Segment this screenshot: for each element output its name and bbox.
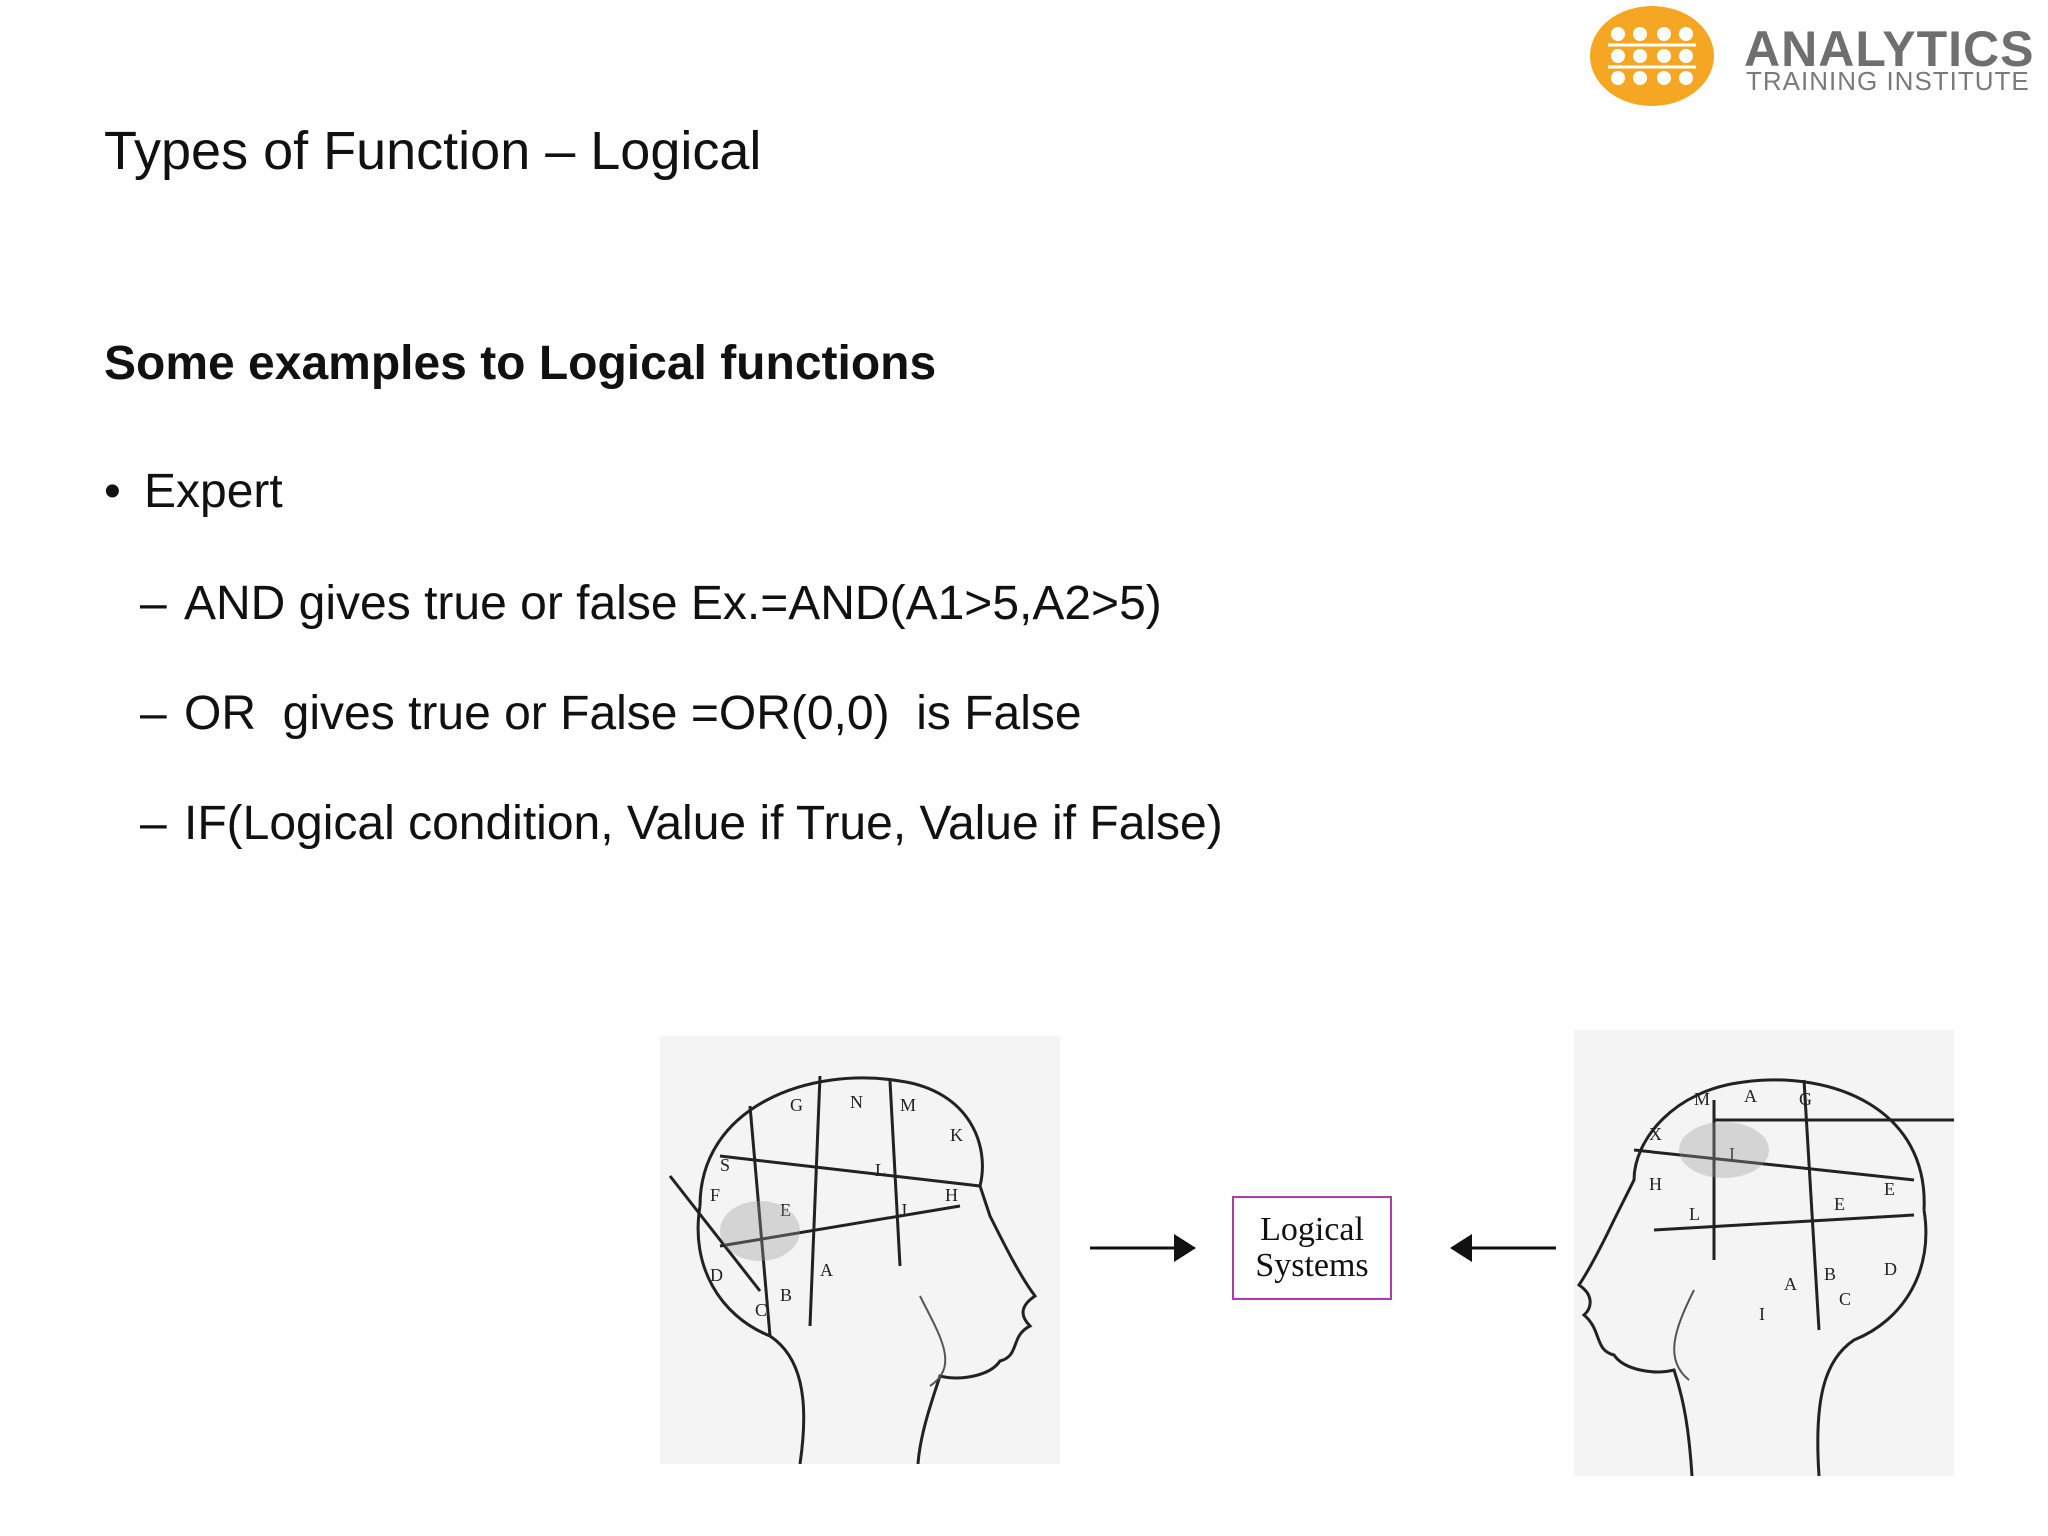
svg-text:B: B	[780, 1285, 792, 1305]
phrenology-head-icon: M A G X I H L E E A B D C I	[1576, 1078, 1954, 1477]
svg-text:C: C	[1839, 1289, 1851, 1309]
svg-text:G: G	[1799, 1089, 1812, 1109]
subitem-marker: –	[140, 577, 167, 630]
svg-text:A: A	[1784, 1274, 1797, 1294]
svg-text:S: S	[720, 1155, 730, 1175]
subitem-text: AND gives true or false Ex.=AND(A1>5,A2>…	[184, 577, 1162, 630]
logo-mark-icon	[1590, 6, 1714, 106]
svg-text:I: I	[1759, 1304, 1765, 1324]
svg-text:G: G	[790, 1095, 803, 1115]
box-line-2: Systems	[1255, 1247, 1369, 1284]
svg-text:A: A	[820, 1260, 833, 1280]
svg-text:I: I	[1729, 1144, 1735, 1164]
svg-text:X: X	[1649, 1124, 1662, 1144]
svg-text:M: M	[900, 1095, 916, 1115]
svg-text:C: C	[755, 1300, 767, 1320]
svg-text:E: E	[1834, 1194, 1845, 1214]
subitem-and: –AND gives true or false Ex.=AND(A1>5,A2…	[140, 576, 1162, 631]
bullet-text: Expert	[144, 465, 283, 518]
phrenology-head-icon: G N M K L S F E J H A D BC	[668, 1075, 1038, 1465]
logo-name: ANALYTICS	[1744, 21, 2035, 77]
svg-text:M: M	[1694, 1089, 1710, 1109]
logical-systems-box: Logical Systems	[1232, 1196, 1392, 1300]
subitem-or: –OR gives true or False =OR(0,0) is Fals…	[140, 686, 1082, 741]
slide-subtitle: Some examples to Logical functions	[104, 337, 937, 390]
svg-text:E: E	[1884, 1179, 1895, 1199]
subitem-marker: –	[140, 797, 167, 850]
brand-logo: ANALYTICS TRAINING INSTITUTE	[1582, 4, 2048, 108]
svg-text:N: N	[850, 1092, 863, 1112]
svg-text:J: J	[900, 1200, 907, 1220]
arrow-right-icon	[1090, 1234, 1196, 1262]
svg-text:K: K	[950, 1125, 963, 1145]
phrenology-head-right-image: M A G X I H L E E A B D C I	[1574, 1030, 1954, 1477]
svg-text:H: H	[945, 1185, 958, 1205]
svg-text:D: D	[710, 1265, 723, 1285]
subitem-marker: –	[140, 687, 167, 740]
svg-text:L: L	[1689, 1204, 1700, 1224]
logo-tagline: TRAINING INSTITUTE	[1746, 66, 2030, 96]
svg-text:E: E	[780, 1200, 791, 1220]
slide-title: Types of Function – Logical	[104, 121, 762, 181]
bullet-marker: •	[104, 465, 121, 518]
svg-text:B: B	[1824, 1264, 1836, 1284]
svg-text:F: F	[710, 1185, 720, 1205]
bullet-item: • Expert	[104, 464, 283, 519]
svg-text:H: H	[1649, 1174, 1662, 1194]
arrow-left-icon	[1450, 1234, 1556, 1262]
svg-text:A: A	[1744, 1086, 1757, 1106]
subitem-text: OR gives true or False =OR(0,0) is False	[184, 687, 1082, 740]
subitem-if: –IF(Logical condition, Value if True, Va…	[140, 796, 1223, 851]
svg-text:L: L	[875, 1160, 886, 1180]
subitem-text: IF(Logical condition, Value if True, Val…	[184, 797, 1223, 850]
svg-text:D: D	[1884, 1259, 1897, 1279]
box-line-1: Logical	[1260, 1211, 1364, 1248]
